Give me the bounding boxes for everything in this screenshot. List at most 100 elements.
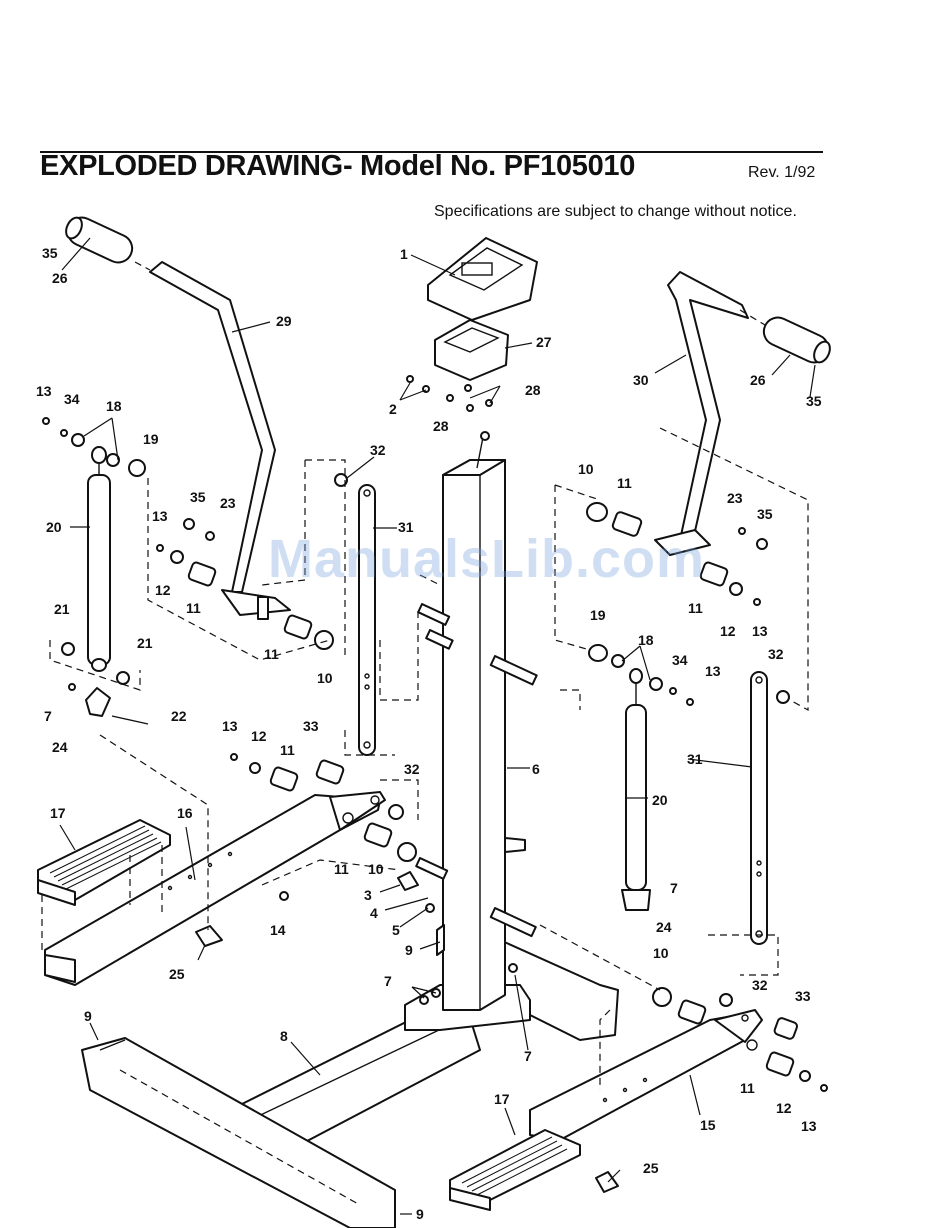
pedal-left-17: [37, 819, 171, 983]
callout-22: 22: [171, 708, 187, 724]
callout-11-d: 11: [264, 646, 279, 662]
callout-16: 16: [177, 805, 193, 821]
callout-13-d: 13: [705, 663, 721, 679]
callout-10-a: 10: [578, 461, 594, 477]
callout-32-a: 32: [370, 442, 386, 458]
callout-24-right: 24: [656, 919, 672, 935]
callout-26-right: 26: [750, 372, 766, 388]
leader-lines: [59, 237, 816, 1215]
callout-24-left: 24: [52, 739, 68, 755]
callout-31-right: 31: [687, 751, 703, 767]
callout-13-a: 13: [36, 383, 52, 399]
callout-30: 30: [633, 372, 649, 388]
grip-right-26: [762, 316, 831, 364]
callout-27: 27: [536, 334, 552, 350]
upright-post-6: [415, 431, 538, 1011]
callout-34-right: 34: [672, 652, 688, 668]
link-arm-right-31: [750, 671, 768, 945]
callout-35-b: 35: [806, 393, 822, 409]
callout-13-e: 13: [222, 718, 238, 734]
callout-19-left: 19: [143, 431, 159, 447]
callout-20-right: 20: [652, 792, 668, 808]
computer-console-1: [427, 237, 538, 321]
hardware-parts: [42, 375, 828, 1193]
callout-9-bottom: 9: [416, 1206, 424, 1222]
callout-3: 3: [364, 887, 372, 903]
callout-7-post: 7: [524, 1048, 532, 1064]
callout-35-d: 35: [757, 506, 773, 522]
callout-14: 14: [270, 922, 286, 938]
left-handlebar-29: [149, 261, 291, 620]
callout-6: 6: [532, 761, 540, 777]
callout-11-e: 11: [280, 742, 295, 758]
callout-10-c: 10: [368, 861, 384, 877]
callout-19-right: 19: [590, 607, 606, 623]
callout-18-right: 18: [638, 632, 654, 648]
callout-23-right: 23: [727, 490, 743, 506]
header-rule: [40, 151, 823, 153]
base-frame: [81, 939, 619, 1228]
callout-35-c: 35: [190, 489, 206, 505]
pedal-arm-right-15: [529, 1009, 763, 1141]
callout-7-base: 7: [384, 973, 392, 989]
callout-29: 29: [276, 313, 292, 329]
notice-text: Specifications are subject to change wit…: [434, 203, 797, 220]
callout-11-f: 11: [334, 861, 349, 877]
callout-5: 5: [392, 922, 400, 938]
callout-25-right: 25: [643, 1160, 659, 1176]
page-title: EXPLODED DRAWING- Model No. PF105010: [40, 150, 636, 182]
callout-34-left: 34: [64, 391, 80, 407]
computer-bracket-27: [434, 319, 509, 381]
callout-7-left: 7: [44, 708, 52, 724]
callout-13-b: 13: [152, 508, 168, 524]
callout-21-a: 21: [54, 601, 70, 617]
callout-33-right: 33: [795, 988, 811, 1004]
watermark: ManualsLib.com: [268, 529, 706, 589]
revision-label: Rev. 1/92: [748, 164, 816, 181]
callout-12-c: 12: [251, 728, 267, 744]
callout-26-left: 26: [52, 270, 68, 286]
callout-9-foot: 9: [84, 1008, 92, 1024]
callout-2: 2: [389, 401, 397, 417]
callout-labels: 1 2 3 4 5 6 7 7 7 7 8 9 9 9 10 10 10 10 …: [36, 245, 822, 1222]
callout-32-c: 32: [404, 761, 420, 777]
callout-12-d: 12: [776, 1100, 792, 1116]
grip-left-26: [65, 216, 134, 264]
callout-17-right: 17: [494, 1091, 510, 1107]
pedal-right-17: [449, 1129, 581, 1211]
callout-28-b: 28: [433, 418, 449, 434]
callout-7-right: 7: [670, 880, 678, 896]
callout-32-d: 32: [752, 977, 768, 993]
assembly-dash-lines: [41, 261, 809, 1090]
callout-13-c: 13: [752, 623, 768, 639]
callout-11-c: 11: [186, 600, 201, 616]
callout-9-cap: 9: [405, 942, 413, 958]
cylinder-left-20: [87, 446, 111, 672]
callout-33-left: 33: [303, 718, 319, 734]
callout-8: 8: [280, 1028, 288, 1044]
callout-21-b: 21: [137, 635, 153, 651]
right-handlebar-30: [654, 271, 749, 556]
link-arm-left-31: [358, 484, 376, 756]
callout-31-left: 31: [398, 519, 414, 535]
callout-18-left: 18: [106, 398, 122, 414]
callout-12-b: 12: [720, 623, 736, 639]
callout-11-a: 11: [617, 475, 632, 491]
callout-17-left: 17: [50, 805, 66, 821]
callout-11-g: 11: [740, 1080, 755, 1096]
callout-32-b: 32: [768, 646, 784, 662]
callout-23-left: 23: [220, 495, 236, 511]
callout-4: 4: [370, 905, 378, 921]
callout-25-left: 25: [169, 966, 185, 982]
callout-20-left: 20: [46, 519, 62, 535]
cylinder-right-20: [621, 668, 651, 911]
callout-11-b: 11: [688, 600, 703, 616]
callout-12-a: 12: [155, 582, 171, 598]
callout-15: 15: [700, 1117, 716, 1133]
callout-13-f: 13: [801, 1118, 817, 1134]
callout-35-a: 35: [42, 245, 58, 261]
callout-10-d: 10: [653, 945, 669, 961]
callout-1: 1: [400, 246, 408, 262]
callout-10-b: 10: [317, 670, 333, 686]
